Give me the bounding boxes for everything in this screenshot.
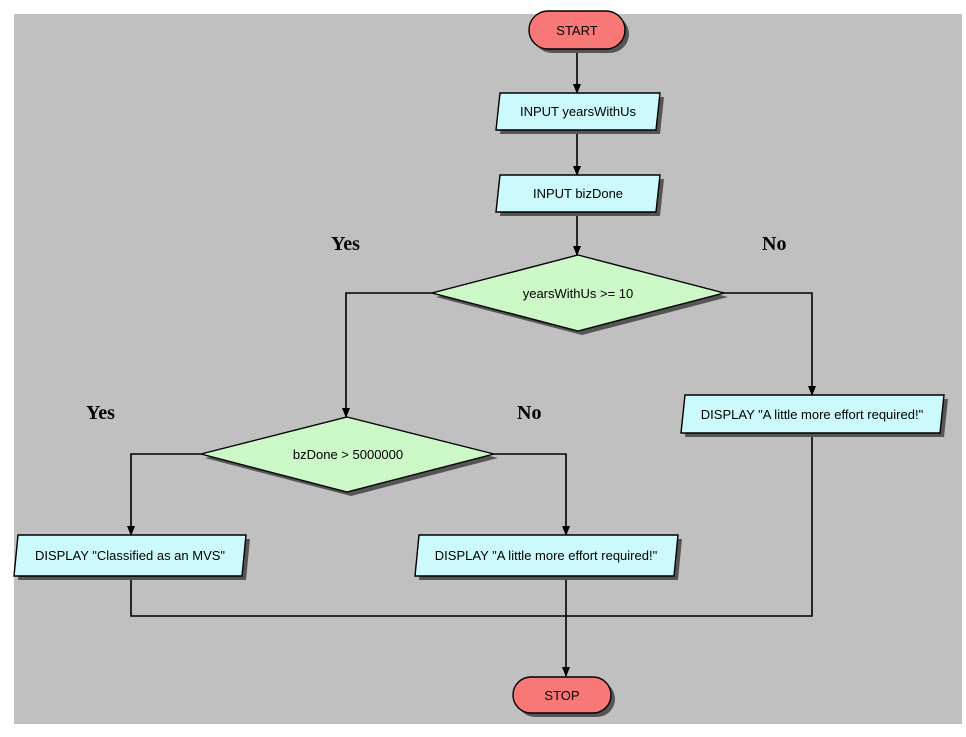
display-effort-mid-label: DISPLAY "A little more effort required!" — [435, 548, 658, 563]
stop-terminal-shape — [512, 676, 612, 714]
branch-label-years-yes: Yes — [331, 233, 360, 255]
display-effort-right-label: DISPLAY "A little more effort required!" — [701, 407, 924, 422]
branch-label-years-no: No — [762, 233, 786, 255]
edge-display-mvs-to-merge — [130, 576, 566, 617]
display-mvs-label: DISPLAY "Classified as an MVS" — [35, 548, 225, 563]
display-effort-right-shape — [680, 394, 945, 434]
display-effort-right-node: DISPLAY "A little more effort required!" — [680, 394, 948, 437]
display-mvs-node: DISPLAY "Classified as an MVS" — [13, 534, 250, 580]
decision-biz-label: bzDone > 5000000 — [293, 447, 403, 462]
display-effort-mid-shape — [414, 534, 679, 577]
start-terminal: START — [528, 10, 629, 53]
edge-biz-no-to-display-effort-mid — [494, 453, 570, 536]
edge-biz-yes-to-display-mvs — [127, 453, 201, 536]
canvas-background — [14, 14, 962, 724]
decision-biz-node: bzDone > 5000000 — [200, 416, 498, 496]
display-mvs-shape — [13, 534, 247, 577]
start-terminal-label: START — [556, 23, 597, 38]
input-biz-shape — [495, 174, 661, 213]
display-effort-mid-node: DISPLAY "A little more effort required!" — [414, 534, 682, 580]
decision-biz-shape — [200, 416, 495, 493]
decision-years-shape — [429, 254, 727, 332]
decision-years-label: yearsWithUs >= 10 — [523, 286, 634, 301]
decision-years-node: yearsWithUs >= 10 — [429, 254, 728, 335]
stop-terminal-label: STOP — [544, 688, 579, 703]
input-years-label: INPUT yearsWithUs — [520, 104, 637, 119]
start-terminal-shape — [528, 10, 626, 50]
input-years-shape — [495, 92, 661, 131]
input-biz-node: INPUT bizDone — [495, 174, 664, 216]
edge-years-no-to-display-effort-right — [724, 292, 816, 396]
input-biz-label: INPUT bizDone — [533, 186, 623, 201]
stop-terminal: STOP — [512, 676, 615, 717]
edge-display-effort-right-to-merge — [566, 433, 813, 617]
branch-label-biz-yes: Yes — [86, 402, 115, 424]
edge-years-yes-to-decision-biz — [342, 292, 432, 418]
edges — [127, 50, 816, 677]
input-years-node: INPUT yearsWithUs — [495, 92, 664, 134]
branch-label-biz-no: No — [517, 402, 541, 424]
